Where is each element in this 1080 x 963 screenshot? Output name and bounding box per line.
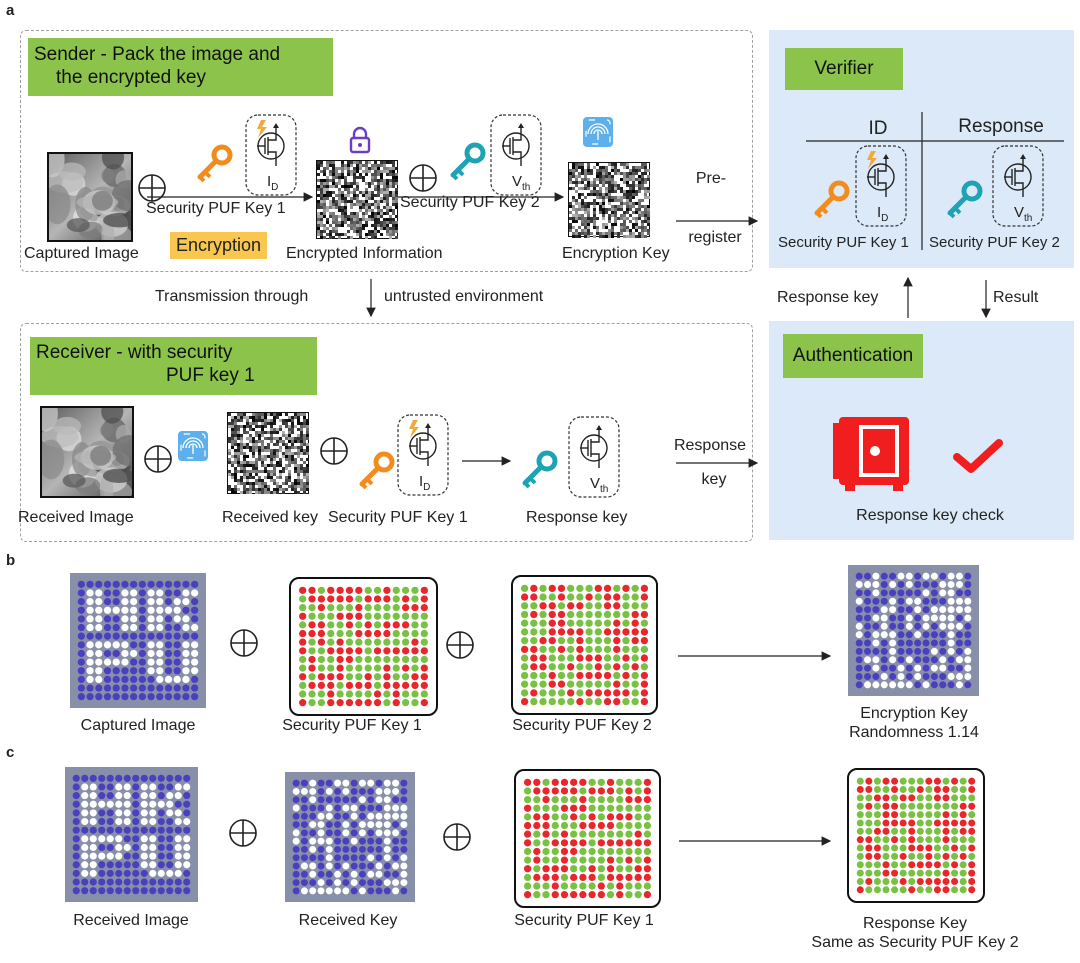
verifier-col-response: Response [958, 116, 1044, 137]
transmission-label-right: untrusted environment [384, 288, 544, 305]
transistor-icon: Vth [992, 145, 1044, 232]
verifier-title: Verifier [785, 48, 903, 90]
xor-icon: ⊕ [228, 818, 258, 853]
safe-icon [833, 413, 913, 498]
key-icon [520, 448, 560, 493]
grid-encryption-key [848, 565, 979, 696]
xor-icon: ⊕ [408, 163, 438, 198]
verifier-puf-key2-label: Security PUF Key 2 [929, 234, 1060, 251]
sender-puf-key2-label: Security PUF Key 2 [400, 194, 540, 211]
receiver-title: Receiver - with security PUF key 1 [30, 337, 317, 395]
panel-letter-b: b [6, 552, 16, 569]
sender-title: Sender - Pack the image and the encrypte… [28, 38, 333, 96]
captured-image-photo [47, 152, 133, 242]
grid-puf-key2 [511, 575, 658, 715]
c-same-as-label: Same as Security PUF Key 2 [811, 934, 1019, 951]
xor-icon: ⊕ [442, 822, 472, 857]
authentication-title: Authentication [783, 334, 923, 378]
panel-letter-c: c [6, 744, 15, 761]
b-captured-image-label: Captured Image [80, 717, 196, 734]
sender-title-line2: the encrypted key [56, 67, 206, 88]
key-icon [357, 449, 397, 494]
c-response-key-label: Response Key [862, 915, 968, 932]
c-received-key-label: Received Key [298, 912, 398, 929]
received-key-label: Received key [222, 509, 319, 526]
b-puf-key2-label: Security PUF Key 2 [512, 717, 652, 734]
sender-box [20, 30, 753, 272]
captured-image-label: Captured Image [24, 245, 139, 262]
received-key-qr [227, 412, 309, 494]
key-icon [195, 142, 235, 187]
pre-register-line1: Pre- [695, 170, 727, 187]
encryption-key-qr [568, 162, 650, 238]
grid-c-puf-key1 [514, 769, 661, 908]
response-arrow-line1: Response [673, 437, 747, 454]
xor-icon: ⊕ [229, 628, 259, 663]
xor-icon: ⊕ [143, 444, 173, 479]
pre-register-line2: register [688, 229, 742, 246]
grid-received-image [65, 767, 198, 902]
response-key-arrow-label: Response key [777, 289, 879, 306]
result-arrow-label: Result [993, 289, 1039, 306]
key-icon [448, 140, 488, 185]
xor-icon: ⊕ [445, 630, 475, 665]
encrypted-information-qr [316, 160, 398, 239]
response-key-check-label: Response key check [856, 507, 1004, 524]
transistor-icon: ID [397, 414, 449, 501]
encrypted-information-label: Encrypted Information [286, 245, 443, 262]
grid-captured-image [70, 573, 206, 708]
c-puf-key1-label: Security PUF Key 1 [514, 912, 654, 929]
fingerprint-icon [583, 117, 613, 152]
received-image-photo [40, 406, 134, 498]
b-puf-key1-label: Security PUF Key 1 [282, 717, 422, 734]
grid-received-key [285, 772, 415, 902]
encryption-badge: Encryption [170, 232, 268, 259]
panel-letter-a: a [6, 2, 15, 19]
grid-puf-key1 [289, 577, 438, 716]
receiver-response-key-label: Response key [526, 509, 628, 526]
svg-text:ID: ID [877, 204, 888, 224]
transistor-icon: ID [855, 145, 907, 232]
receiver-title-line2: PUF key 1 [166, 365, 255, 386]
transistor-icon: Vth [568, 416, 620, 503]
c-received-image-label: Received Image [73, 912, 189, 929]
lock-icon [348, 126, 372, 159]
receiver-box [20, 323, 753, 542]
encryption-key-label: Encryption Key [562, 245, 670, 262]
transistor-icon: ID [245, 114, 297, 201]
receiver-puf-key1-label: Security PUF Key 1 [328, 509, 468, 526]
b-randomness-label: Randomness 1.14 [849, 724, 979, 741]
key-icon [945, 178, 985, 223]
sender-title-line1: Sender - Pack the image and [34, 44, 281, 65]
receiver-title-line1: Receiver - with security [36, 342, 233, 363]
grid-response-key [847, 768, 985, 903]
b-encryption-key-label: Encryption Key [860, 705, 968, 722]
fingerprint-icon [178, 431, 208, 466]
key-icon [812, 178, 852, 223]
verifier-puf-key1-label: Security PUF Key 1 [778, 234, 909, 251]
svg-text:ID: ID [267, 173, 278, 193]
verifier-col-id: ID [868, 118, 888, 139]
xor-icon: ⊕ [319, 436, 349, 471]
transmission-label-left: Transmission through [155, 288, 309, 305]
received-image-label: Received Image [18, 509, 134, 526]
checkmark-icon [953, 437, 1003, 482]
sender-puf-key1-label: Security PUF Key 1 [146, 200, 286, 217]
svg-text:ID: ID [419, 473, 430, 493]
transistor-icon: Vth [490, 114, 542, 201]
response-arrow-line2: key [701, 471, 727, 488]
